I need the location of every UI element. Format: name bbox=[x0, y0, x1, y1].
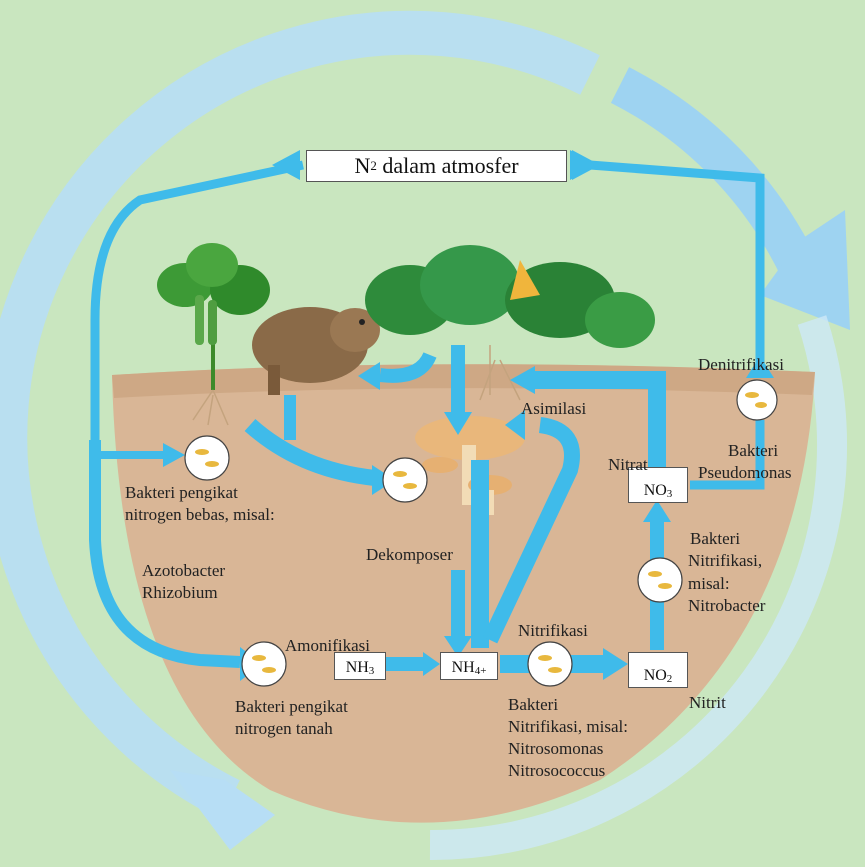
dekomposer-label: Dekomposer bbox=[366, 544, 453, 565]
amonifikasi-label: Amonifikasi bbox=[285, 635, 370, 656]
no3-subscript: 3 bbox=[667, 488, 673, 500]
nitrobacter-label-4: Nitrobacter bbox=[688, 595, 765, 616]
nitrobacter-label-3: misal: bbox=[688, 573, 730, 594]
nitrat-label: Nitrat bbox=[608, 454, 648, 475]
bacteria-circle-nitrobacter bbox=[638, 558, 682, 602]
bacteria-circle-free-fixers bbox=[185, 436, 229, 480]
bacteria-circle-denitrifikasi bbox=[737, 380, 777, 420]
soil-fixers-label-2: nitrogen tanah bbox=[235, 718, 333, 739]
nitrosomonas-label-2: Nitrifikasi, misal: bbox=[508, 716, 628, 737]
nitrosomonas-label-1: Bakteri bbox=[508, 694, 558, 715]
n2-symbol: N bbox=[354, 153, 370, 179]
nh3-subscript: 3 bbox=[369, 665, 375, 677]
denitrifikasi-label: Denitrifikasi bbox=[698, 354, 784, 375]
free-fixers-label-1: Bakteri pengikat bbox=[125, 482, 238, 503]
nitrobacter-label-2: Nitrifikasi, bbox=[688, 550, 762, 571]
asimilasi-label: Asimilasi bbox=[521, 398, 586, 419]
pseudomonas-label-2: Pseudomonas bbox=[698, 462, 792, 483]
azotobacter-label: Azotobacter bbox=[142, 560, 225, 581]
nitrifikasi-label: Nitrifikasi bbox=[518, 620, 588, 641]
bacteria-circle-amonifikasi bbox=[242, 642, 286, 686]
nh4-symbol: NH bbox=[452, 659, 475, 677]
bacteria-circle-nitrosomonas bbox=[528, 642, 572, 686]
nh3-symbol: NH bbox=[346, 659, 369, 677]
no3-symbol: NO bbox=[644, 482, 667, 500]
soil-fixers-label-1: Bakteri pengikat bbox=[235, 696, 348, 717]
nitrosomonas-label-3: Nitrosomonas bbox=[508, 738, 603, 759]
nitrobacter-label-1: Bakteri bbox=[690, 528, 740, 549]
nh4-superscript: + bbox=[480, 665, 486, 677]
n2-label: dalam atmosfer bbox=[377, 153, 519, 179]
nitrosomonas-label-4: Nitrosococcus bbox=[508, 760, 605, 781]
nitrit-label: Nitrit bbox=[689, 692, 726, 713]
no2-symbol: NO bbox=[644, 667, 667, 685]
rhizobium-label: Rhizobium bbox=[142, 582, 218, 603]
pseudomonas-label-1: Bakteri bbox=[728, 440, 778, 461]
free-fixers-label-2: nitrogen bebas, misal: bbox=[125, 504, 275, 525]
no2-subscript: 2 bbox=[667, 673, 673, 685]
bacteria-circle-decomposer bbox=[383, 458, 427, 502]
